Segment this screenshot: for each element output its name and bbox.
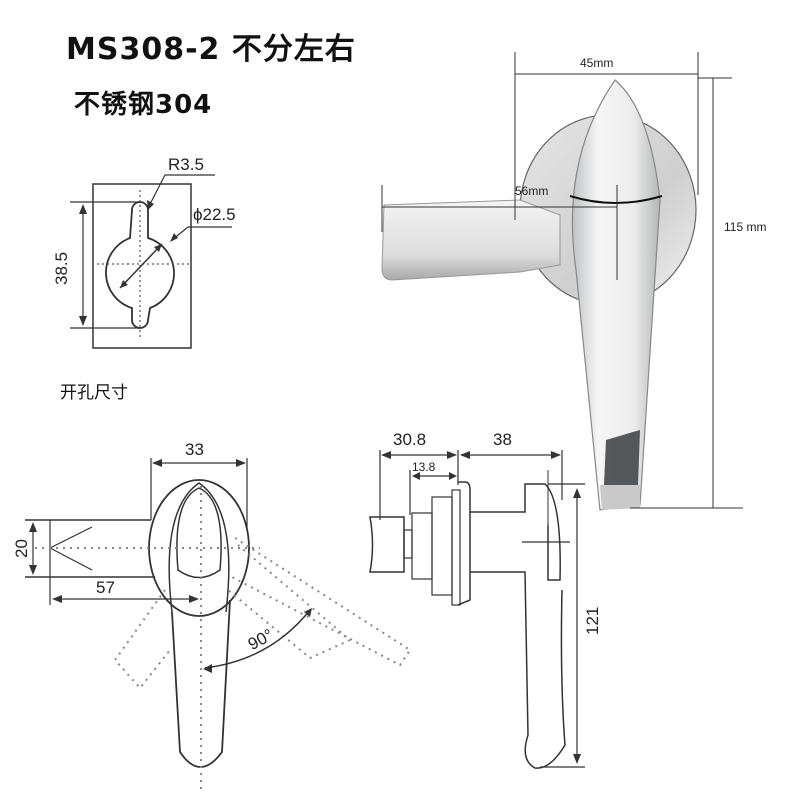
cutout-caption: 开孔尺寸 bbox=[60, 383, 128, 403]
photo-lever-label: 56mm bbox=[515, 184, 549, 198]
product-title: MS308-2 不分左右 bbox=[66, 32, 356, 67]
side-height-label: 121 bbox=[583, 606, 602, 635]
side-handle-depth-label: 38 bbox=[493, 430, 512, 449]
cutout-diameter-label: ϕ22.5 bbox=[193, 205, 236, 224]
side-overall-depth-label: 30.8 bbox=[393, 430, 427, 449]
cutout-radius-label: R3.5 bbox=[168, 155, 204, 174]
material-label: 不锈钢304 bbox=[74, 90, 213, 120]
front-lever-length-label: 57 bbox=[96, 578, 115, 597]
side-body-depth-label: 13.8 bbox=[412, 460, 436, 474]
front-width-label: 33 bbox=[185, 440, 204, 459]
photo-height-label: 115 mm bbox=[724, 220, 767, 234]
photo-width-label: 45mm bbox=[580, 56, 614, 70]
